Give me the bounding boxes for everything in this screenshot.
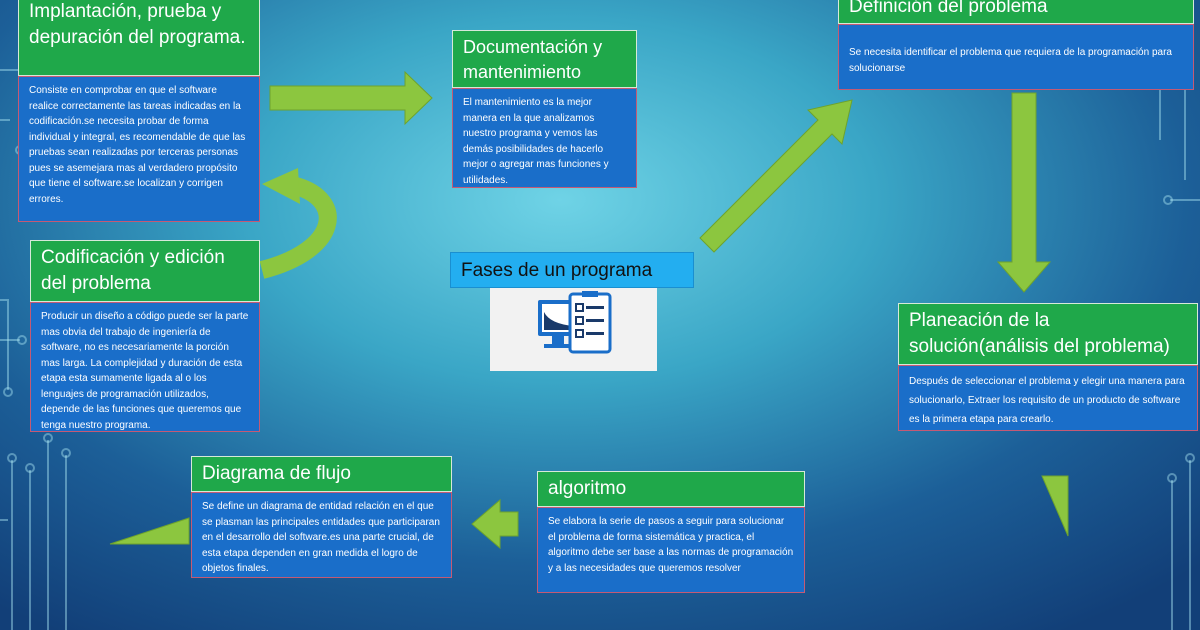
step-body: Después de seleccionar el problema y ele…: [898, 365, 1198, 431]
arrow-curve-back: [259, 177, 337, 279]
arrow-curve-up: [109, 517, 190, 545]
step-planeacion: Planeación de la solución(análisis del p…: [898, 303, 1198, 431]
step-title: Definición del problema: [838, 0, 1194, 24]
step-body: Producir un diseño a código puede ser la…: [30, 302, 260, 432]
step-documentacion: Documentación y mantenimiento El manteni…: [452, 30, 637, 188]
monitor-checklist-icon: [538, 291, 612, 354]
step-title: Diagrama de flujo: [191, 456, 452, 492]
arrow-curve-left: [1041, 475, 1069, 537]
arrow-right-1: [269, 70, 433, 126]
arrow-diagonal: [699, 99, 853, 253]
step-body: Se necesita identificar el problema que …: [838, 24, 1194, 90]
arrow-left: [471, 498, 519, 550]
step-body: El mantenimiento es la mejor manera en l…: [452, 88, 637, 188]
center-image: [490, 288, 657, 371]
step-body: Se define un diagrama de entidad relació…: [191, 492, 452, 578]
step-diagrama: Diagrama de flujo Se define un diagrama …: [191, 456, 452, 578]
arrow-down: [996, 92, 1052, 293]
step-title: algoritmo: [537, 471, 805, 507]
step-codificacion: Codificación y edición del problema Prod…: [30, 240, 260, 432]
step-title: Planeación de la solución(análisis del p…: [898, 303, 1198, 365]
step-title: Implantación, prueba y depuración del pr…: [18, 0, 260, 76]
step-title: Codificación y edición del problema: [30, 240, 260, 302]
step-implantacion: Implantación, prueba y depuración del pr…: [18, 0, 260, 222]
step-definicion: Definición del problema Se necesita iden…: [838, 0, 1194, 90]
step-body: Consiste en comprobar en que el software…: [18, 76, 260, 222]
step-algoritmo: algoritmo Se elabora la serie de pasos a…: [537, 471, 805, 593]
step-title: Documentación y mantenimiento: [452, 30, 637, 88]
step-body: Se elabora la serie de pasos a seguir pa…: [537, 507, 805, 593]
center-title: Fases de un programa: [450, 252, 694, 288]
